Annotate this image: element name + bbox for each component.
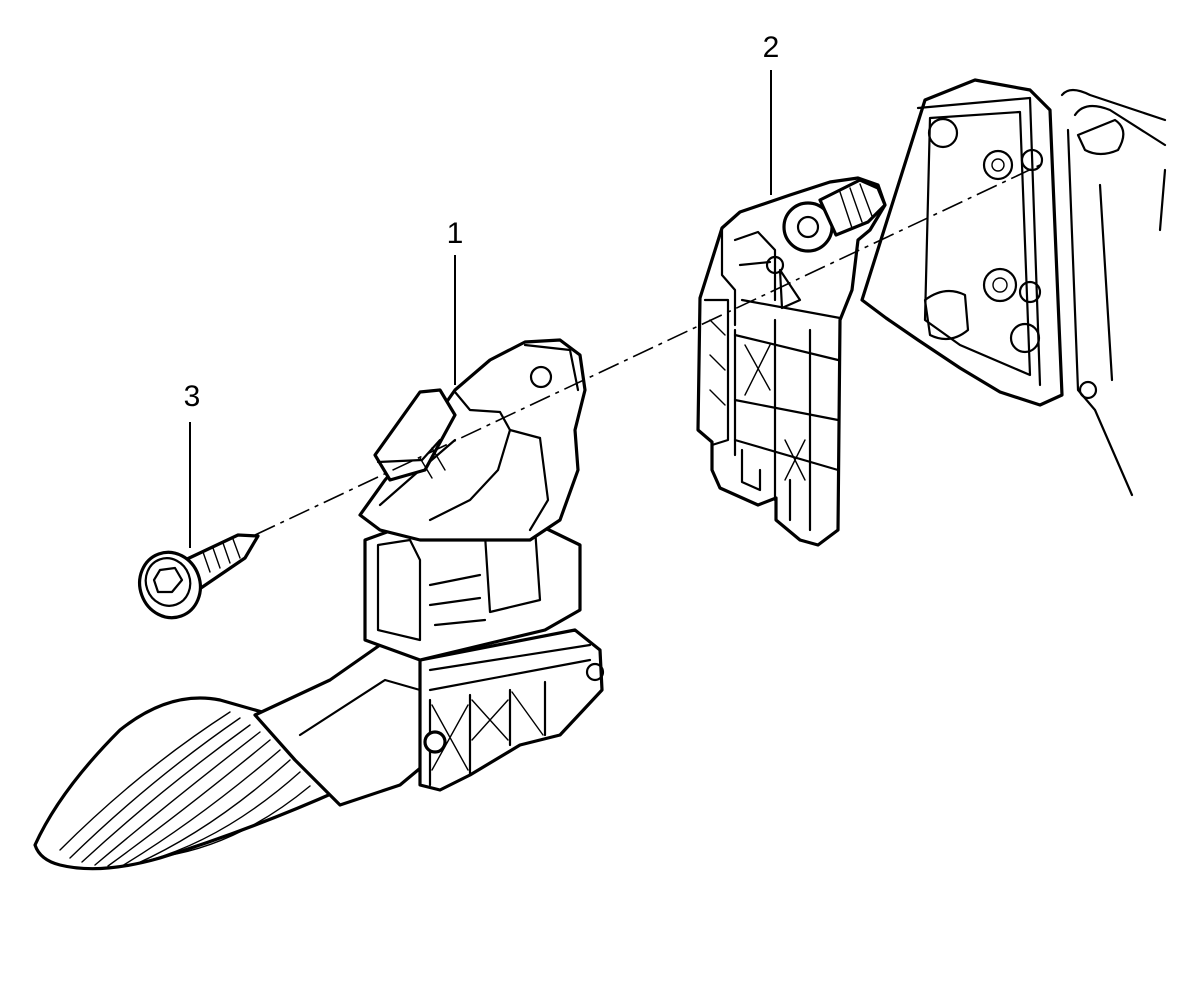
screw (138, 533, 260, 620)
callout-1: 1 (447, 217, 464, 385)
callout-2: 2 (763, 31, 780, 195)
callout-label-2: 2 (763, 31, 780, 64)
callout-3: 3 (184, 380, 201, 548)
accelerator-pedal-module (33, 338, 605, 871)
callout-label-3: 3 (184, 380, 201, 413)
assembly-axis-line (254, 164, 1041, 536)
mounting-bracket (696, 176, 887, 547)
vehicle-body-mounting-plate (860, 78, 1167, 497)
callout-label-1: 1 (447, 217, 464, 250)
